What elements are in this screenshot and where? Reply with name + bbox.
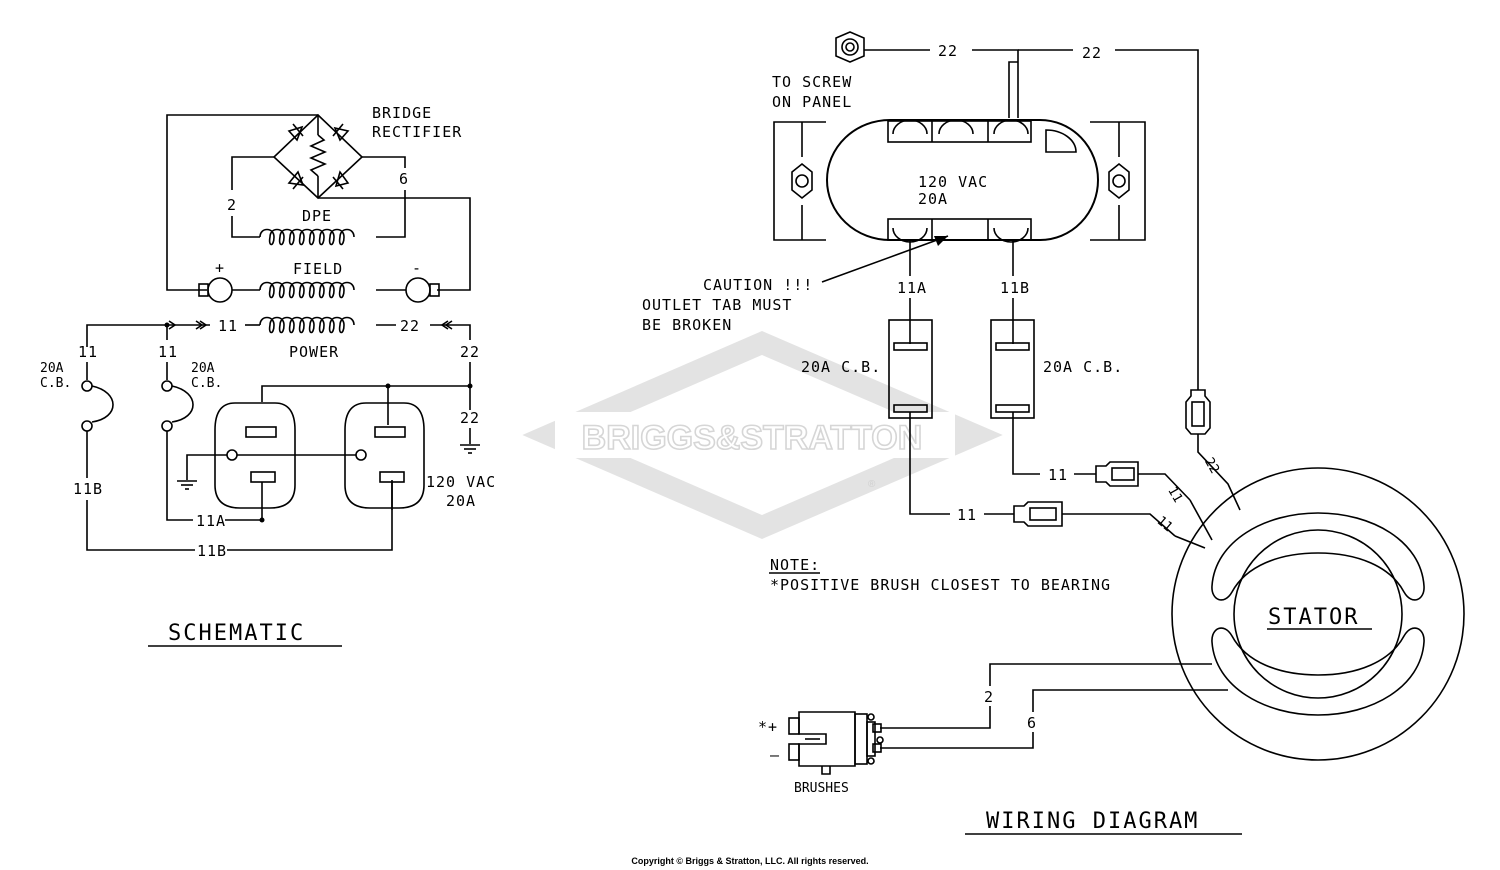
bridge-label-2: RECTIFIER [372,123,462,141]
wiring-title: WIRING DIAGRAM [986,809,1199,834]
wiring-wire-6: 6 [1027,714,1037,732]
wiring-wire-22-b: 22 [1082,44,1102,62]
caution-line-1: CAUTION !!! [703,276,813,294]
copyright: Copyright © Briggs & Stratton, LLC. All … [631,856,868,866]
note-heading: NOTE: [770,556,820,574]
bridge-label-1: BRIDGE [372,104,432,122]
wiring-diagram: 22 22 TO SCREW ON PANEL [642,31,1465,835]
brushes-label: BRUSHES [794,781,849,796]
schematic-outlet-1: 120 VAC [426,473,496,491]
schematic-wire-22-right: 22 [460,343,480,361]
wiring-wire-11b: 11B [1000,279,1030,297]
wiring-diag-11-a: 11 [1164,484,1185,505]
watermark-text: BRIGGS&STRATTON [582,419,923,457]
wiring-cb-right: 20A C.B. [1043,358,1123,376]
schematic-wire-2: 2 [227,196,237,214]
schematic-wire-11-left: 11 [78,343,98,361]
stator [1171,467,1465,761]
caution-line-2: OUTLET TAB MUST [642,296,792,314]
connector-upper [1095,461,1139,487]
wiring-diag-22: 22 [1201,455,1222,476]
power-wire-22: 22 [400,317,420,335]
connector-lower [1013,501,1063,527]
caution-line-3: BE BROKEN [642,316,732,334]
panel-label-1: 120 VAC [918,173,988,191]
wiring-cb-left: 20A C.B. [801,358,881,376]
brush-negative: — [770,746,780,764]
circuit-breaker-right [990,319,1035,419]
wiring-diag-11-b: 11 [1154,514,1176,536]
field-minus: - [412,259,422,277]
power-coil [259,316,355,334]
dpe-label: DPE [302,207,332,225]
ground-symbol-left [177,480,197,490]
schematic-outlet-2: 20A [446,492,476,510]
briggs-stratton-watermark: BRIGGS&STRATTON ® [522,331,1003,539]
field-label: FIELD [293,260,343,278]
wiring-wire-11a: 11A [897,279,927,297]
power-label: POWER [289,343,339,361]
panel-screw-hex-nut [835,31,865,63]
schematic-wire-11-mid: 11 [158,343,178,361]
schematic-cb-mid-2: C.B. [191,376,222,391]
note-body: *POSITIVE BRUSH CLOSEST TO BEARING [770,576,1111,594]
schematic-cb-mid-1: 20A [191,361,215,376]
outlet-panel [773,119,1146,243]
wiring-wire-22-a: 22 [938,42,958,60]
wiring-wire-11-lower: 11 [957,506,977,524]
wiring-wire-2: 2 [984,688,994,706]
receptacle-right [344,402,425,509]
schematic-wire-6: 6 [399,170,409,188]
schematic: BRIDGE RECTIFIER 2 6 DPE + - FIELD [40,104,496,647]
brush-positive: *+ [758,718,778,736]
schematic-wire-11a-bottom: 11A [196,512,226,530]
schematic-wire-11b-left: 11B [73,480,103,498]
dpe-coil [259,228,355,246]
field-plus: + [215,259,225,277]
connector-22 [1185,389,1211,435]
screw-label-2: ON PANEL [772,93,852,111]
schematic-wire-11b-bottom: 11B [197,542,227,560]
field-coil [259,281,355,299]
bridge-rectifier [272,113,364,200]
screw-label-1: TO SCREW [772,73,852,91]
wiring-wire-11-upper: 11 [1048,466,1068,484]
panel-label-2: 20A [918,190,948,208]
power-wire-11: 11 [218,317,238,335]
watermark-reg: ® [868,479,876,490]
schematic-title: SCHEMATIC [168,621,305,646]
schematic-wire-22-ground: 22 [460,409,480,427]
stator-label: STATOR [1268,605,1359,630]
schematic-cb-left-2: C.B. [40,376,71,391]
brushes-assembly [788,711,884,775]
ground-symbol-right [460,444,480,454]
schematic-cb-left-1: 20A [40,361,64,376]
